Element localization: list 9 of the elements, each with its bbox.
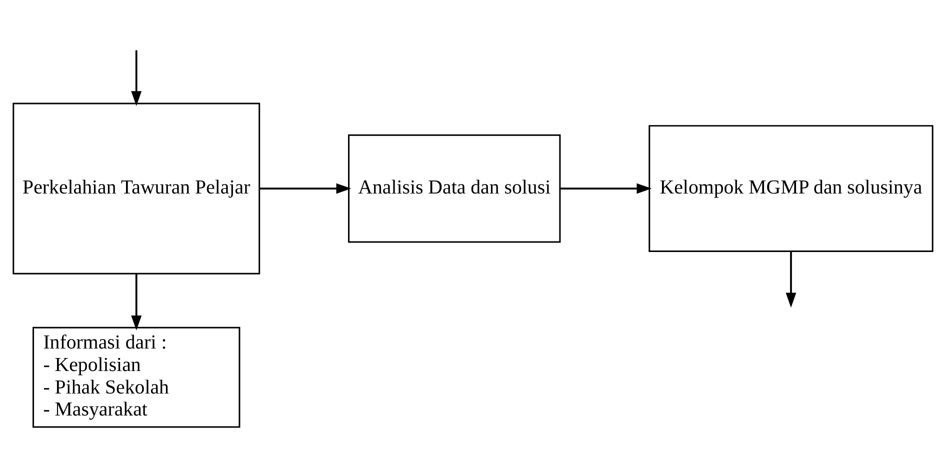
arrow bbox=[260, 182, 352, 194]
arrow bbox=[131, 50, 142, 106]
node-box: Informasi dari : - Kepolisian - Pihak Sekolah - Masyarakat bbox=[32, 326, 240, 428]
arrow bbox=[560, 182, 652, 194]
node-box: Perkelahian Tawuran Pelajar bbox=[12, 102, 260, 274]
arrow bbox=[786, 251, 796, 308]
arrow bbox=[131, 273, 142, 330]
node-box: Kelompok MGMP dan solusinya bbox=[648, 124, 934, 252]
node-box: Analisis Data dan solusi bbox=[348, 134, 561, 242]
